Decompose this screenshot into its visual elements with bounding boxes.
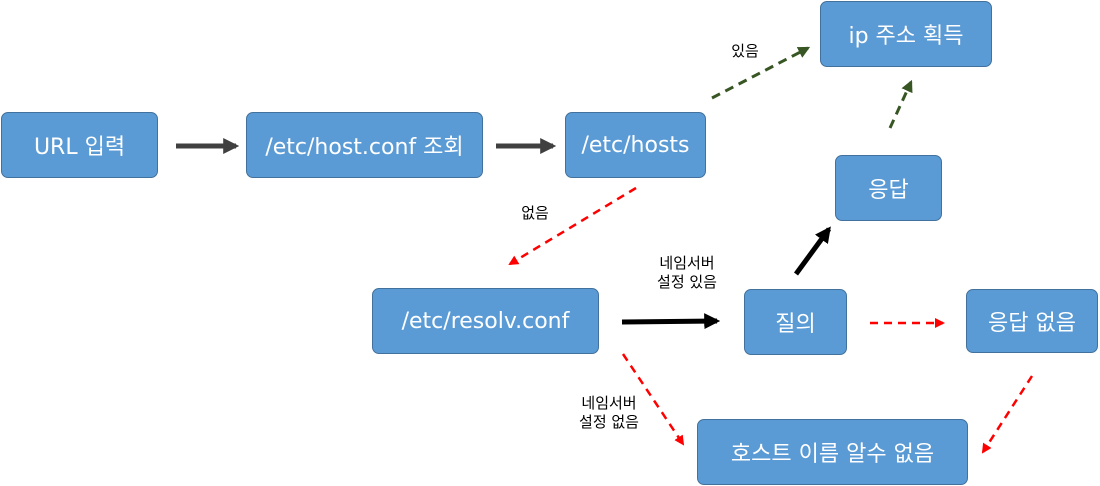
node-ip-acquired: ip 주소 획득 xyxy=(820,1,992,67)
node-query-label: 질의 xyxy=(775,312,816,337)
label-nameserver-set: 네임서버 설정 있음 xyxy=(640,254,734,292)
arrow-resolv-to-query xyxy=(621,313,721,330)
node-no-response-label: 응답 없음 xyxy=(988,311,1076,336)
node-host-unknown: 호스트 이름 알수 없음 xyxy=(697,419,968,485)
node-no-response: 응답 없음 xyxy=(966,289,1098,353)
arrow-hosts-to-ip-exists xyxy=(711,46,811,100)
node-hosts-label: /etc/hosts xyxy=(581,132,690,158)
label-nameserver-unset: 네임서버 설정 없음 xyxy=(562,394,656,432)
node-url-input: URL 입력 xyxy=(1,112,158,178)
node-resolv-conf-label: /etc/resolv.conf xyxy=(401,308,570,334)
label-nameserver-unset-line2: 설정 없음 xyxy=(579,413,639,431)
node-response: 응답 xyxy=(835,155,942,221)
node-ip-acquired-label: ip 주소 획득 xyxy=(848,24,964,49)
arrow-response-to-ip xyxy=(888,79,913,129)
arrow-resolv-to-unknown xyxy=(621,353,685,446)
label-not-exists-text: 없음 xyxy=(521,204,549,222)
node-host-conf-label: /etc/host.conf 조회 xyxy=(265,135,464,160)
node-response-label: 응답 xyxy=(868,178,909,203)
node-url-input-label: URL 입력 xyxy=(33,135,126,160)
node-hosts: /etc/hosts xyxy=(565,112,706,178)
node-host-unknown-label: 호스트 이름 알수 없음 xyxy=(730,442,935,467)
label-nameserver-unset-line1: 네임서버 xyxy=(581,394,637,412)
arrow-hosts-to-resolv-notexists xyxy=(508,186,637,266)
label-not-exists: 없음 xyxy=(512,204,558,223)
arrow-query-to-response xyxy=(793,226,832,276)
label-nameserver-set-line2: 설정 있음 xyxy=(657,273,717,291)
node-resolv-conf: /etc/resolv.conf xyxy=(372,288,599,354)
label-exists-text: 있음 xyxy=(731,42,759,60)
label-exists: 있음 xyxy=(722,42,768,61)
label-nameserver-set-line1: 네임서버 xyxy=(659,254,715,272)
node-query: 질의 xyxy=(744,289,847,355)
arrow-noresponse-to-unknown xyxy=(981,375,1034,454)
node-host-conf: /etc/host.conf 조회 xyxy=(246,112,483,178)
